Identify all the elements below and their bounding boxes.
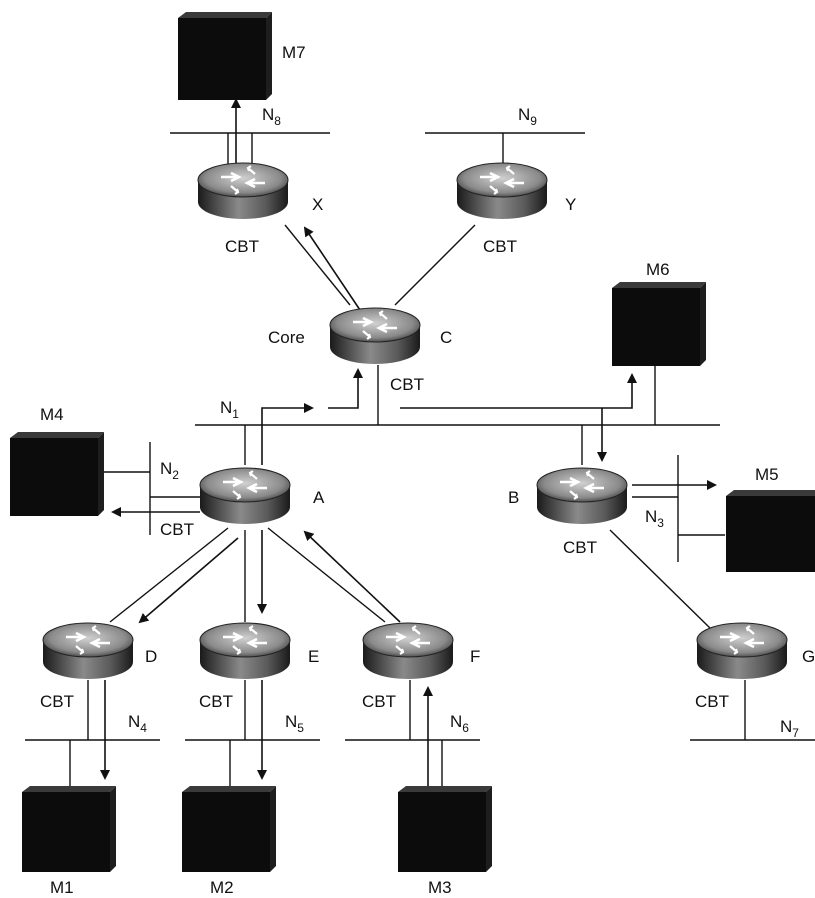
host-m4 <box>10 432 104 516</box>
link-c-y <box>394 224 476 306</box>
network-n8-label: N8 <box>262 105 281 128</box>
router-e-tag: CBT <box>199 692 233 711</box>
link-a-f <box>267 527 386 623</box>
arrow-f-to-a <box>303 530 401 623</box>
link-b-g <box>609 529 713 631</box>
router-x-label: X <box>312 195 323 214</box>
host-m5 <box>726 490 815 572</box>
arrow-a-to-n1 <box>261 403 314 465</box>
host-m6 <box>612 282 706 366</box>
router-c-label: C <box>440 328 452 347</box>
router-b-tag: CBT <box>563 538 597 557</box>
router-y-tag: CBT <box>483 237 517 256</box>
link-a-d <box>109 527 229 623</box>
arrow-c-to-x <box>303 226 361 311</box>
network-n9-label: N9 <box>518 105 537 128</box>
host-m2-label: M2 <box>210 878 234 897</box>
router-e <box>198 621 292 681</box>
router-a-tag: CBT <box>160 520 194 539</box>
router-c-role: Core <box>268 328 305 347</box>
router-y-label: Y <box>565 195 576 214</box>
link-c-x <box>284 224 351 306</box>
network-n7-label: N7 <box>780 717 799 740</box>
host-m6-label: M6 <box>646 260 670 279</box>
router-b <box>535 466 629 526</box>
router-c-tag: CBT <box>390 375 424 394</box>
router-d-tag: CBT <box>40 692 74 711</box>
router-x <box>196 161 290 221</box>
router-f-label: F <box>470 647 480 666</box>
router-f-tag: CBT <box>362 692 396 711</box>
host-m1-label: M1 <box>50 878 74 897</box>
router-a-label: A <box>313 488 325 507</box>
host-m3 <box>398 786 492 872</box>
host-m2 <box>182 786 276 872</box>
router-d <box>41 621 135 681</box>
router-d-label: D <box>145 647 157 666</box>
router-g <box>695 621 789 681</box>
router-b-label: B <box>508 488 519 507</box>
network-n6-label: N6 <box>450 712 469 735</box>
host-m7 <box>178 12 272 100</box>
network-n2-label: N2 <box>160 459 179 482</box>
host-m3-label: M3 <box>428 878 452 897</box>
network-n1-label: N1 <box>220 398 239 421</box>
host-m1 <box>22 786 116 872</box>
arrow-a-to-d <box>138 537 239 624</box>
router-c-core <box>328 306 422 366</box>
host-m5-label: M5 <box>755 465 779 484</box>
router-x-tag: CBT <box>225 237 259 256</box>
arrow-n1-to-c <box>328 368 363 409</box>
router-f <box>361 621 455 681</box>
router-g-label: G <box>802 647 815 666</box>
router-e-label: E <box>308 647 319 666</box>
network-n5-label: N5 <box>285 712 304 735</box>
arrow-n1-to-m6 <box>400 373 637 409</box>
router-y <box>455 161 549 221</box>
host-m7-label: M7 <box>282 43 306 62</box>
network-n4-label: N4 <box>128 712 147 735</box>
network-n3-label: N3 <box>645 507 664 530</box>
host-m4-label: M4 <box>40 405 64 424</box>
router-a <box>198 466 292 526</box>
router-g-tag: CBT <box>695 692 729 711</box>
